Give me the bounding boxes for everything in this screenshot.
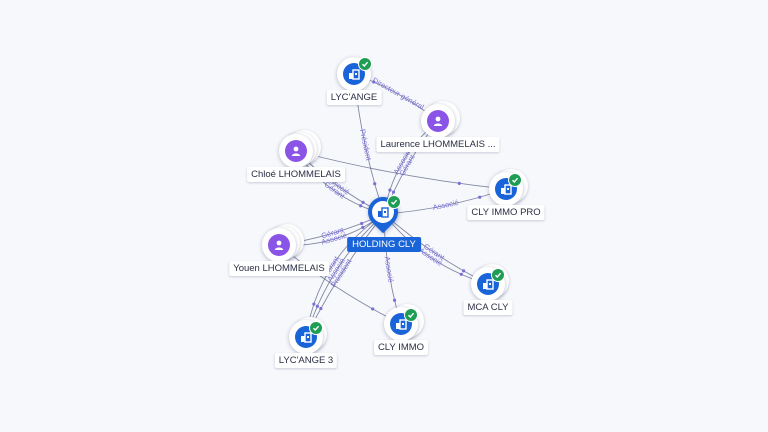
node-label-lycange[interactable]: LYC'ANGE <box>326 90 382 105</box>
node-label-laurence-lhommelais[interactable]: Laurence LHOMMELAIS ... <box>376 137 500 152</box>
person-icon <box>285 140 307 162</box>
edge-arrow-marker <box>372 80 376 84</box>
node-label-chloe-lhommelais[interactable]: Chloé LHOMMELAIS <box>247 167 345 182</box>
edge-label: Président <box>358 128 374 162</box>
edge-arrow-marker <box>457 181 461 185</box>
edge-arrow-marker <box>361 200 365 204</box>
edge-arrow-marker <box>361 225 365 230</box>
node-label-cly-immo[interactable]: CLY IMMO <box>373 340 429 355</box>
person-icon <box>268 234 290 256</box>
node-label-youen-lhommelais[interactable]: Youen LHOMMELAIS <box>229 261 329 276</box>
edge-chloe-cly_immo_pro <box>295 150 507 190</box>
verified-check-icon <box>309 321 323 335</box>
verified-check-icon <box>508 173 522 187</box>
edge-label: Associé <box>383 256 396 283</box>
edge-arrow-marker <box>461 269 466 273</box>
edge-arrow-marker <box>459 272 463 276</box>
edge-arrow-marker <box>478 195 482 199</box>
verified-check-icon <box>358 57 372 71</box>
edge-arrow-marker <box>392 298 397 302</box>
edge-arrow-marker <box>319 306 323 311</box>
verified-check-icon <box>387 195 401 209</box>
edge-arrow-marker <box>371 307 375 311</box>
edge-arrow-marker <box>359 204 363 208</box>
node-label-holding-cly[interactable]: HOLDING CLY <box>347 237 421 252</box>
edge-arrow-marker <box>312 302 316 306</box>
edge-arrow-marker <box>391 190 396 194</box>
verified-check-icon <box>404 308 418 322</box>
edge-arrow-marker <box>388 188 392 192</box>
node-label-cly-immo-pro[interactable]: CLY IMMO PRO <box>467 205 545 220</box>
edge-arrow-marker <box>360 221 364 226</box>
edge-arrow-marker <box>315 304 319 308</box>
edge-arrow-marker <box>373 182 377 186</box>
node-label-mca-cly[interactable]: MCA CLY <box>463 300 513 315</box>
edge-label: Associé <box>432 198 460 212</box>
person-icon <box>427 110 449 132</box>
node-label-lycange-3[interactable]: LYC'ANGE 3 <box>274 353 338 368</box>
verified-check-icon <box>491 268 505 282</box>
